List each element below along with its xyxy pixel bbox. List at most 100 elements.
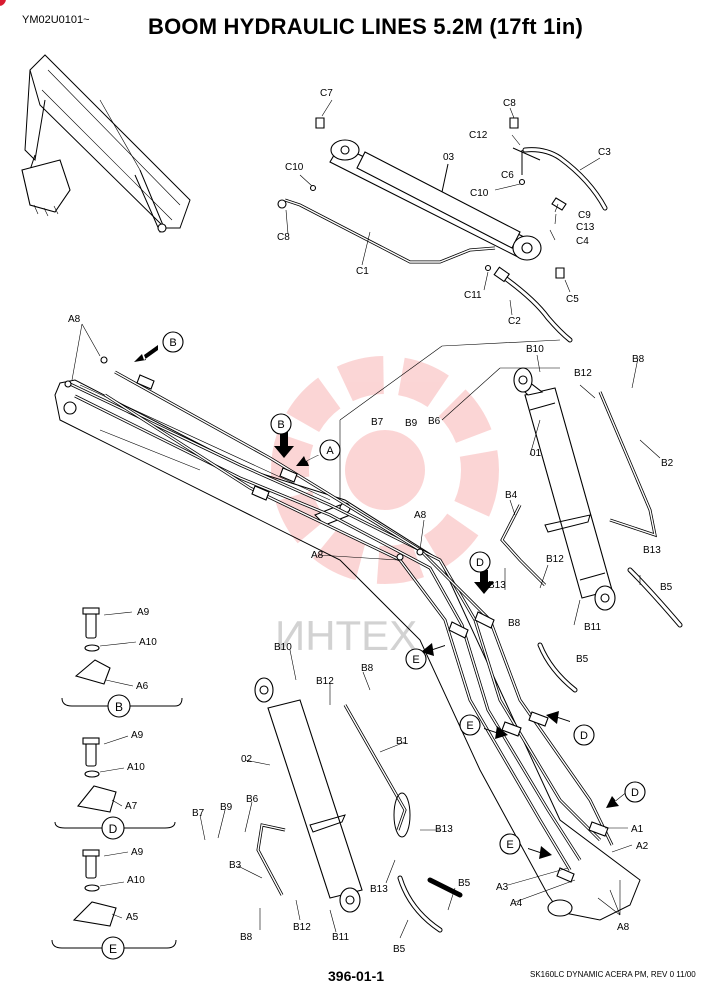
- label-c4: C4: [576, 236, 589, 247]
- callout-b-middle: B: [270, 413, 292, 435]
- label-c10: C10: [470, 188, 489, 199]
- label-sec-b-1: A9: [137, 607, 150, 618]
- label-a8c: A8: [311, 550, 324, 561]
- label-b12: B12: [574, 368, 592, 379]
- callout-e-3: E: [499, 833, 521, 855]
- label-sec-d-3: A7: [125, 801, 138, 812]
- label-b1: B1: [396, 736, 409, 747]
- pipe-b2: [598, 391, 657, 538]
- label-sec-b-3: A6: [136, 681, 149, 692]
- page-title: BOOM HYDRAULIC LINES 5.2M (17ft 1in): [148, 14, 584, 39]
- svg-text:B: B: [277, 419, 284, 431]
- label-sec-d-2: A10: [127, 762, 145, 773]
- footer-note: SK160LC DYNAMIC ACERA PM, REV 0 11/00: [530, 970, 696, 979]
- label-b10: B10: [526, 344, 544, 355]
- label-sec-d-1: A9: [131, 730, 144, 741]
- label-b3: B3: [229, 860, 242, 871]
- document-code: YM02U0101~: [22, 14, 90, 26]
- section-label-e: E: [109, 942, 117, 956]
- pipe-b1: [343, 704, 411, 838]
- label-b12d: B12: [293, 922, 311, 933]
- pipe-b3: [256, 823, 286, 896]
- hose-b5-lower: [397, 875, 463, 933]
- label-a8b: A8: [414, 510, 427, 521]
- hose-b5-upper: [537, 567, 683, 693]
- label-c6: C6: [501, 170, 514, 181]
- boom-pipe-bundle: [64, 356, 614, 883]
- label-b9b: B9: [220, 802, 233, 813]
- leader-lines: [71, 99, 661, 939]
- section-view-e: A9 A10 A5 E: [51, 847, 177, 960]
- svg-text:E: E: [506, 839, 513, 851]
- label-b5d: B5: [393, 944, 406, 955]
- label-b13c: B13: [435, 824, 453, 835]
- label-sec-e-2: A10: [127, 875, 145, 886]
- label-b7b: B7: [192, 808, 205, 819]
- label-a4: A4: [510, 898, 523, 909]
- label-a3: A3: [496, 882, 509, 893]
- label-a8: A8: [68, 314, 81, 325]
- page-number: 396-01-1: [328, 968, 385, 984]
- small-parts-c: [309, 117, 567, 279]
- line-c1: [277, 198, 496, 264]
- watermark-logo: [271, 356, 499, 584]
- section-label-b: B: [115, 700, 123, 714]
- label-c3: C3: [598, 147, 611, 158]
- label-c13: C13: [576, 222, 595, 233]
- label-a2: A2: [636, 841, 649, 852]
- label-03: 03: [443, 152, 455, 163]
- label-02: 02: [241, 754, 253, 765]
- section-view-b: A9 A10 A6 B: [61, 607, 183, 718]
- label-b6: B6: [428, 416, 441, 427]
- label-b10b: B10: [274, 642, 292, 653]
- label-b11b: B11: [332, 932, 349, 943]
- arm-cylinder-03: [329, 139, 542, 261]
- hose-c3: [522, 147, 608, 211]
- section-view-d: A9 A10 A7 D: [54, 730, 176, 840]
- svg-text:D: D: [476, 557, 484, 569]
- callout-d-3: D: [624, 781, 646, 803]
- label-a1: A1: [631, 824, 644, 835]
- label-b8b: B8: [508, 618, 521, 629]
- svg-text:B: B: [169, 337, 176, 349]
- direction-arrows: [134, 345, 626, 859]
- hose-c2: [493, 266, 573, 343]
- label-b12b: B12: [546, 554, 564, 565]
- boom-cylinder-02: [254, 677, 363, 913]
- label-b11: B11: [584, 622, 601, 633]
- label-b7: B7: [371, 417, 384, 428]
- label-b8d: B8: [240, 932, 253, 943]
- excavator-thumbnail: [21, 54, 191, 233]
- section-label-d: D: [109, 822, 118, 836]
- svg-text:E: E: [412, 654, 419, 666]
- callout-d-2: D: [573, 724, 595, 746]
- callout-e-1: E: [405, 648, 427, 670]
- label-c7: C7: [320, 88, 333, 99]
- label-b8c: B8: [361, 663, 374, 674]
- label-b5b: B5: [576, 654, 589, 665]
- boom-cylinder-01: [513, 367, 616, 611]
- callout-a: A: [319, 439, 341, 461]
- label-c10b: C10: [285, 162, 304, 173]
- label-c12: C12: [469, 130, 488, 141]
- label-a8e: A8: [617, 922, 630, 933]
- callout-circles: B B A D E E D D E: [162, 331, 646, 855]
- label-c9: C9: [578, 210, 591, 221]
- svg-text:E: E: [466, 720, 473, 732]
- svg-text:D: D: [580, 730, 588, 742]
- label-b2: B2: [661, 458, 674, 469]
- corner-mark: [0, 0, 6, 6]
- label-b5: B5: [660, 582, 673, 593]
- label-b6b: B6: [246, 794, 259, 805]
- label-c11: C11: [464, 290, 482, 301]
- label-sec-b-2: A10: [139, 637, 157, 648]
- label-b12c: B12: [316, 676, 334, 687]
- label-sec-e-1: A9: [131, 847, 144, 858]
- svg-text:A: A: [326, 445, 334, 457]
- label-b13: B13: [643, 545, 661, 556]
- label-b4: B4: [505, 490, 518, 501]
- label-c8b: C8: [277, 232, 290, 243]
- pipe-b4: [500, 504, 547, 587]
- part-labels: C7 C8 C12 C6 C3 C10 C9 C13 C4 C5 C11 C2 …: [68, 88, 674, 955]
- callout-b-upper: B: [162, 331, 184, 353]
